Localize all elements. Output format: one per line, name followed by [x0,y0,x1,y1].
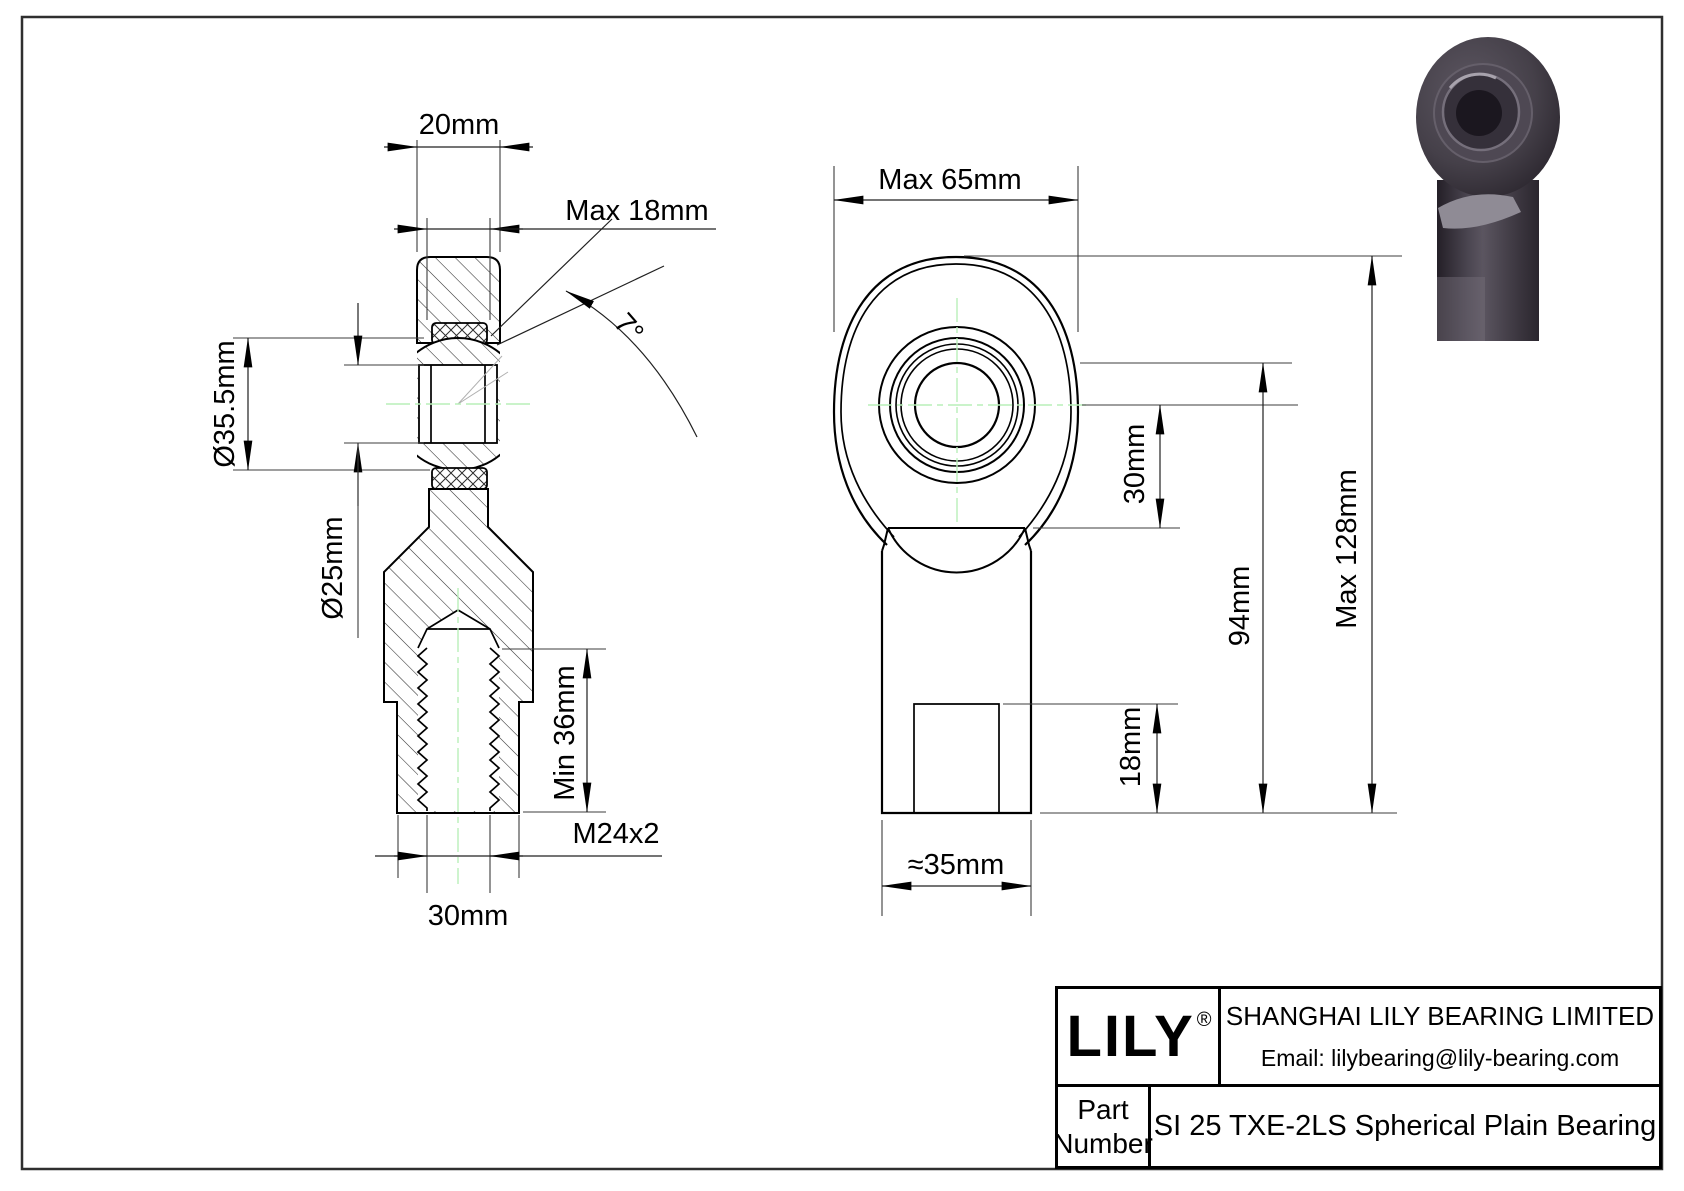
render-rim-highlight [1448,72,1497,89]
logo-cell: LILY® [1058,989,1221,1084]
dim-angle-label: 7° [607,307,649,349]
dim-outer-diameter: Ø35.5mm [209,337,430,471]
part-number-label: Part Number [1053,1087,1153,1166]
dim-35mm-label: ≈35mm [908,849,1005,881]
shank-outline [880,551,1033,815]
product-photo-render [1416,37,1560,341]
dim-outer-diameter-label: Ø35.5mm [209,340,241,467]
lily-logo: LILY [1066,1003,1195,1069]
dim-shank-width-and-thread: 30mm M24x2 [375,815,662,932]
ball-bulge-arc [887,527,1026,574]
dim-bore-diameter: Ø25mm [317,303,424,638]
dim-overall-length: Max 128mm [964,255,1402,814]
head-outline-inner [840,263,1072,538]
dim-head-width: 20mm [384,109,533,252]
dim-thread-depth: Min 36mm [502,648,606,813]
render-bore-hole [1456,90,1502,136]
dim-shank-width-label: 30mm [428,900,509,932]
part-number-value: SI 25 TXE-2LS Spherical Plain Bearing [1153,1110,1657,1142]
registered-mark-icon: ® [1196,1009,1212,1031]
company-email: Email: lilybearing@lily-bearing.com [1260,1045,1620,1071]
dim-128mm-label: Max 128mm [1331,469,1363,629]
front-section-view: 20mm Max 18mm 7° Ø35.5mm [209,109,716,932]
dim-flat-height: 18mm [1003,703,1178,814]
head-outline-outer [832,255,1080,546]
render-chamfer-highlight [1438,194,1521,229]
thread-profile-right [488,647,501,811]
dim-shank-width: ≈35mm [881,820,1032,916]
dim-94mm-label: 94mm [1224,566,1256,647]
dim-thread-depth-label: Min 36mm [549,665,581,800]
misalignment-wedge-lines [457,355,509,405]
seal-bottom-section [431,467,488,490]
side-view: Max 65mm 30mm 94mm Max 128mm 18mm [832,164,1402,916]
dim-center-to-head-bottom: 30mm [1033,404,1298,529]
title-block: LILY® SHANGHAI LILY BEARING LIMITED Emai… [1053,986,1662,1169]
dim-ball-width: Max 18mm [394,195,716,320]
dim-center-height: 94mm [1080,362,1292,814]
housing-head-section [416,256,501,344]
dim-30mm-label: 30mm [1119,424,1151,505]
dim-18mm-label: 18mm [1115,707,1147,788]
title-block-row-company: LILY® SHANGHAI LILY BEARING LIMITED Emai… [1058,989,1659,1087]
dim-head-width-label: Max 65mm [878,164,1021,196]
thread-spec-label: M24x2 [572,818,659,850]
wrench-flat [913,703,1000,813]
render-wrench-flat [1437,277,1485,341]
company-cell: SHANGHAI LILY BEARING LIMITED Email: lil… [1221,989,1659,1084]
dim-bore-diameter-label: Ø25mm [317,516,349,619]
sheet-frame [20,15,1664,1171]
thread-profile-left [416,647,429,811]
dim-ball-width-label: Max 18mm [565,195,708,227]
dim-head-width-label: 20mm [419,109,500,141]
title-block-row-part: Part Number SI 25 TXE-2LS Spherical Plai… [1053,1087,1659,1166]
company-name: SHANGHAI LILY BEARING LIMITED [1225,1001,1655,1031]
dim-head-width: Max 65mm [833,164,1079,332]
